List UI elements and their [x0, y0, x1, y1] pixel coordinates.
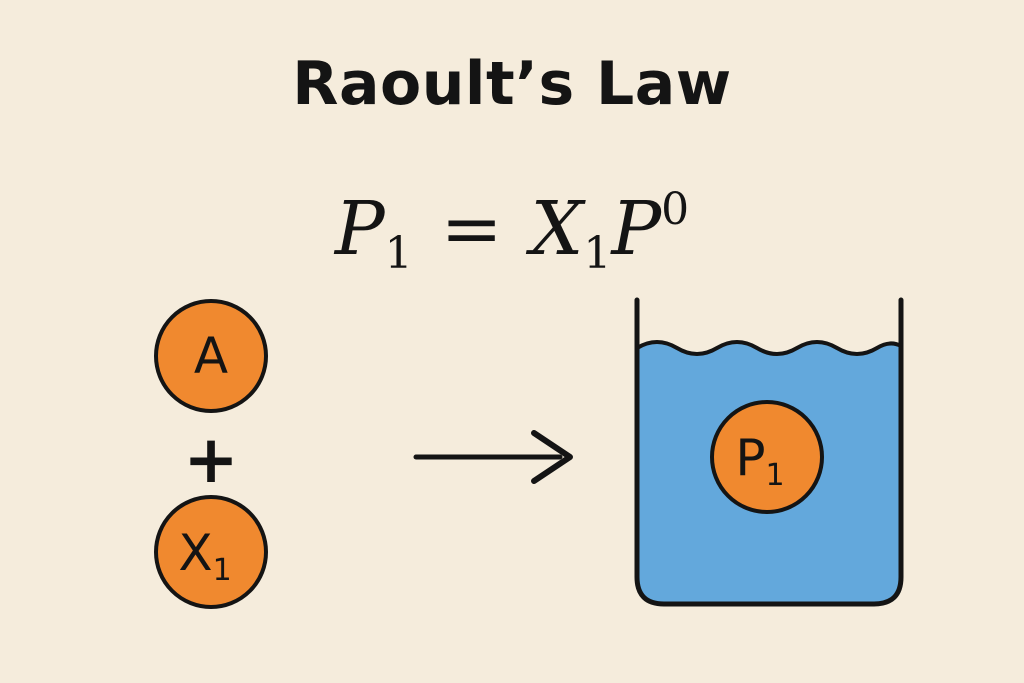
- svg-text:P1: P1: [735, 429, 784, 493]
- svg-text:A: A: [194, 327, 228, 385]
- formula-partial-pressure-subscript: 1: [384, 228, 413, 279]
- component-x1-circle: X1: [154, 495, 268, 609]
- beaker-outline: [634, 297, 904, 607]
- component-x1-label: X: [178, 524, 212, 582]
- raoults-law-formula: P1=X1P0: [0, 160, 1024, 304]
- liquid-surface-wave: [635, 340, 902, 356]
- formula-vapor-pressure-superscript: 0: [661, 184, 690, 235]
- component-x1-subscript: 1: [213, 553, 232, 588]
- component-a-circle: A: [154, 299, 268, 413]
- component-a-label: A: [194, 327, 228, 385]
- partial-pressure-label: P: [735, 429, 765, 487]
- diagram-title: Raoult’s Law: [292, 49, 732, 119]
- partial-pressure-circle: P1: [710, 400, 824, 514]
- formula-mole-fraction-subscript: 1: [583, 228, 612, 279]
- formula-partial-pressure-var: P: [334, 186, 385, 272]
- plus-sign: +: [183, 421, 238, 498]
- formula-equals-sign: =: [440, 186, 503, 272]
- svg-text:X1: X1: [178, 524, 231, 588]
- partial-pressure-subscript: 1: [766, 458, 785, 493]
- right-arrow-icon: [413, 430, 573, 484]
- formula-mole-fraction-var: X: [530, 186, 584, 272]
- formula-vapor-pressure-var: P: [611, 186, 662, 272]
